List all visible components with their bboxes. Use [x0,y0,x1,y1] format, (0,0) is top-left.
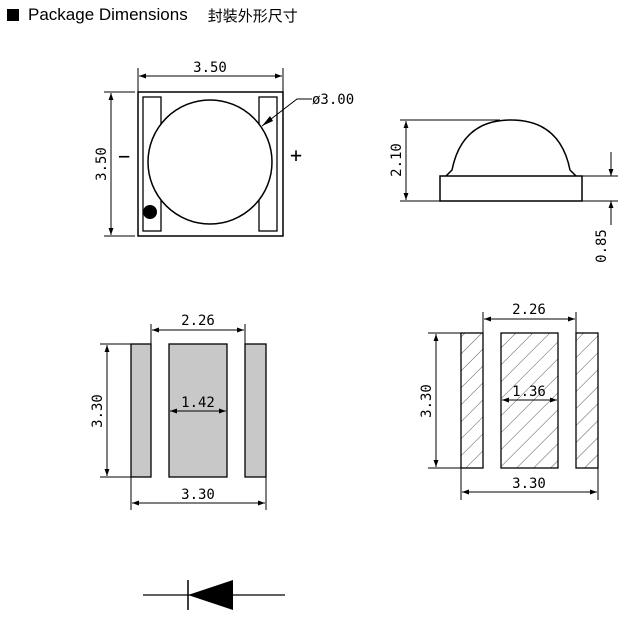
solder-pad-left [460,332,484,469]
side-base [439,175,583,202]
pad-layout-view [100,324,267,510]
lens-diameter-label: ø3.00 [312,92,354,108]
side-dome [445,119,577,177]
lens-circle [147,99,273,225]
plus-sign: + [290,143,302,167]
pad-top-label: 2.26 [181,313,215,329]
solder-pad-right [575,332,599,469]
side-base-label: 0.85 [594,229,610,263]
side-view [400,119,618,225]
solder-pattern-view [428,312,599,500]
section-header: Package Dimensions 封裝外形尺寸 [7,4,298,26]
minus-sign: − [118,144,130,168]
solder-height-label: 3.30 [419,384,435,418]
pad-center-label: 1.42 [181,395,215,411]
pad-height-label: 3.30 [90,394,106,428]
solder-top-label: 2.26 [512,302,546,318]
polarity-dot-icon [143,205,157,219]
section-title-chinese: 封裝外形尺寸 [207,6,298,25]
top-view [104,68,312,237]
package-outline [137,91,284,237]
section-title-english: Package Dimensions [28,5,188,24]
diode-triangle [188,580,233,610]
square-bullet-icon [7,9,19,21]
diode-symbol-icon [143,580,285,610]
leader-arrow [262,116,273,126]
top-width-label: 3.50 [193,60,227,76]
solder-center-label: 1.36 [512,384,546,400]
top-height-label: 3.50 [94,147,110,181]
leader-line [261,98,312,127]
pad-left [130,343,152,478]
pad-bottom-label: 3.30 [181,487,215,503]
solder-bottom-label: 3.30 [512,476,546,492]
pad-right [244,343,267,478]
side-height-label: 2.10 [389,143,405,177]
